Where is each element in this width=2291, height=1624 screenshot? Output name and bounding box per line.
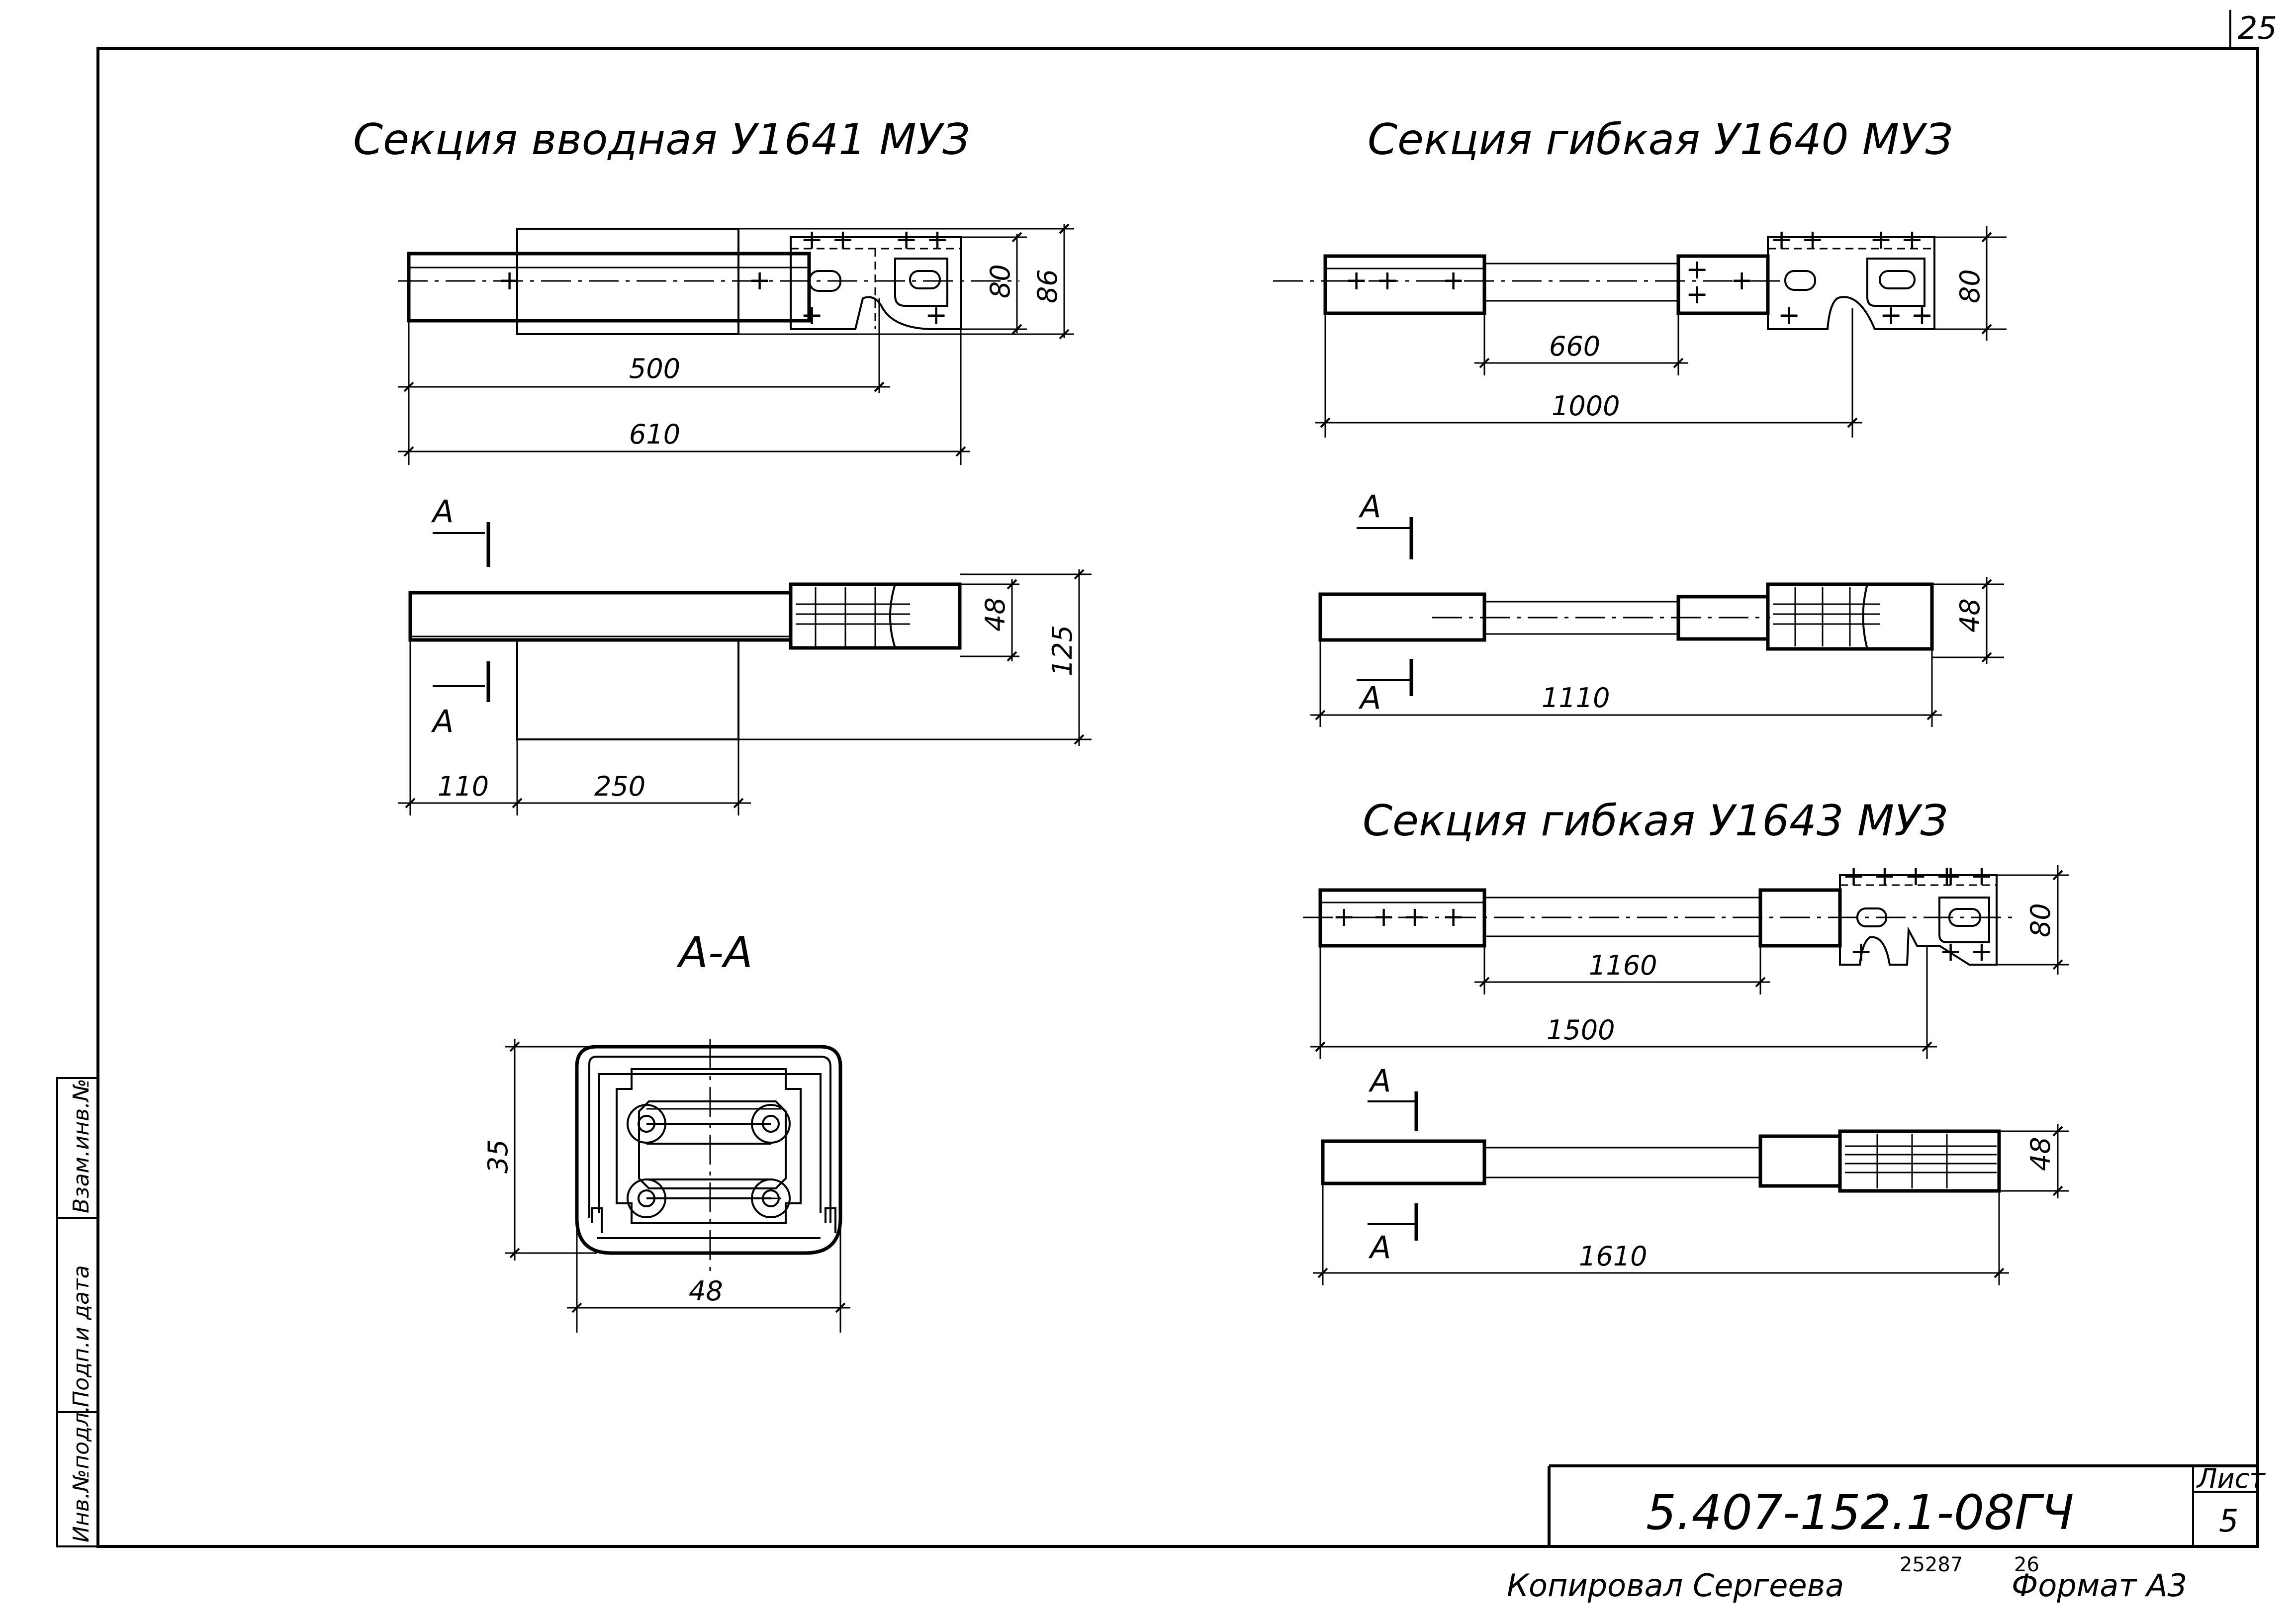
format-label: Формат А3 [2012,1567,2187,1604]
svg-text:+ +: + + [1880,299,1933,331]
stamp-a: 25287 [1900,1553,1963,1576]
cut-mark-top-1643: А [1368,1063,1391,1099]
copied-by: Копировал Сергеева [1507,1567,1844,1604]
dim-1110-1640: 1110 [1542,682,1610,714]
svg-text:+: + [1442,265,1465,296]
side-stamp: Взам.инв.№ Подп.и дата Инв.№подл. [56,1077,99,1547]
section-flex-1640: Секция гибкая У1640 МУЗ + ++ +++ + ++ + … [1273,115,2007,727]
corner-number: 25 [2238,10,2277,46]
sheet-frame: 25 [96,10,2277,1548]
side-stamp-sign-date: Подп.и дата [69,1265,94,1407]
dim-48-1643: 48 [2025,1137,2056,1171]
svg-text:+ +: + + [1939,936,1993,967]
svg-text:+: + [1442,901,1465,932]
svg-text:+: + [498,265,521,296]
dim-250-input: 250 [594,771,645,802]
cross-section: А-А 35 48 [482,928,850,1333]
side-stamp-inv-orig: Инв.№подл. [69,1405,94,1542]
dim-1610-1643: 1610 [1579,1241,1647,1272]
dim-80-1643: 80 [2025,903,2056,937]
svg-text:+ +: + + [1770,224,1824,255]
dim-660-1640: 660 [1549,331,1600,362]
dim-80-input: 80 [985,264,1016,298]
cut-mark-bottom-input: А [431,703,454,739]
dim-48-1640: 48 [1954,598,1986,632]
dim-48-input: 48 [980,597,1011,632]
dim-610-input: 610 [629,419,680,450]
svg-text:+: + [1686,254,1708,285]
svg-text:+: + [1333,901,1355,932]
cut-mark-top-input: А [431,493,454,530]
section-flex-1640-title: Секция гибкая У1640 МУЗ [1368,115,1953,165]
dim-1160-1643: 1160 [1589,950,1657,981]
dim-125-input: 125 [1047,625,1078,676]
svg-text:+ +: + + [1939,860,1993,892]
stamp-b: 26 [2014,1553,2039,1576]
cut-mark-bottom-1640: А [1358,680,1381,716]
dim-48-cross: 48 [689,1275,723,1307]
svg-text:+: + [801,299,823,331]
svg-text:+ +: + + [1870,224,1924,255]
svg-text:+ + + +: + + + + [1842,860,1958,892]
section-input-top-view: ++ + ++ + ++ 80 86 [398,223,1074,465]
svg-text:+ +: + + [1373,901,1426,932]
svg-text:+: + [1686,278,1708,310]
section-flex-1643: Секция гибкая У1643 МУЗ ++ ++ + + + ++ +… [1303,796,2069,1285]
dim-1000-1640: 1000 [1552,390,1620,422]
section-input-title: Секция вводная У1641 МУЗ [353,115,970,165]
svg-text:+: + [925,299,947,331]
cut-mark-bottom-1643: А [1368,1229,1391,1265]
svg-text:+: + [1850,936,1872,967]
svg-text:+: + [748,265,771,296]
dim-110-input: 110 [438,771,489,802]
section-flex-1640-side-view: А А 48 [1310,488,2004,727]
sheet-label: Лист [2196,1463,2266,1494]
dim-35-cross: 35 [482,1139,514,1173]
dim-80-1640: 80 [1954,269,1986,303]
section-flex-1643-top-view: ++ ++ + + + ++ + ++ + 80 1160 [1303,860,2069,1059]
section-flex-1643-title: Секция гибкая У1643 МУЗ [1363,796,1948,846]
document-code: 5.407-152.1-08ГЧ [1646,1485,2074,1540]
dim-86-input: 86 [1032,269,1063,303]
section-flex-1643-side-view: А А 48 1610 [1313,1063,2069,1285]
side-stamp-replace-inv: Взам.инв.№ [69,1079,94,1213]
section-flex-1640-top-view: + ++ +++ + ++ + ++ + 80 660 [1273,224,2007,438]
dim-500-input: 500 [629,353,680,384]
cross-section-title: А-А [676,928,753,978]
section-input: Секция вводная У1641 МУЗ ++ + ++ + ++ [353,115,1092,815]
title-block: 5.407-152.1-08ГЧ Лист 5 Копировал Сергее… [1507,1463,2266,1604]
dim-1500-1643: 1500 [1547,1014,1615,1046]
svg-text:+: + [1731,265,1753,296]
section-input-side-view: А А 48 125 [398,493,1092,815]
svg-text:+: + [1778,299,1800,331]
sheet-number: 5 [2219,1503,2238,1539]
cut-mark-top-1640: А [1358,488,1381,525]
svg-text:+ +: + + [1345,265,1399,296]
